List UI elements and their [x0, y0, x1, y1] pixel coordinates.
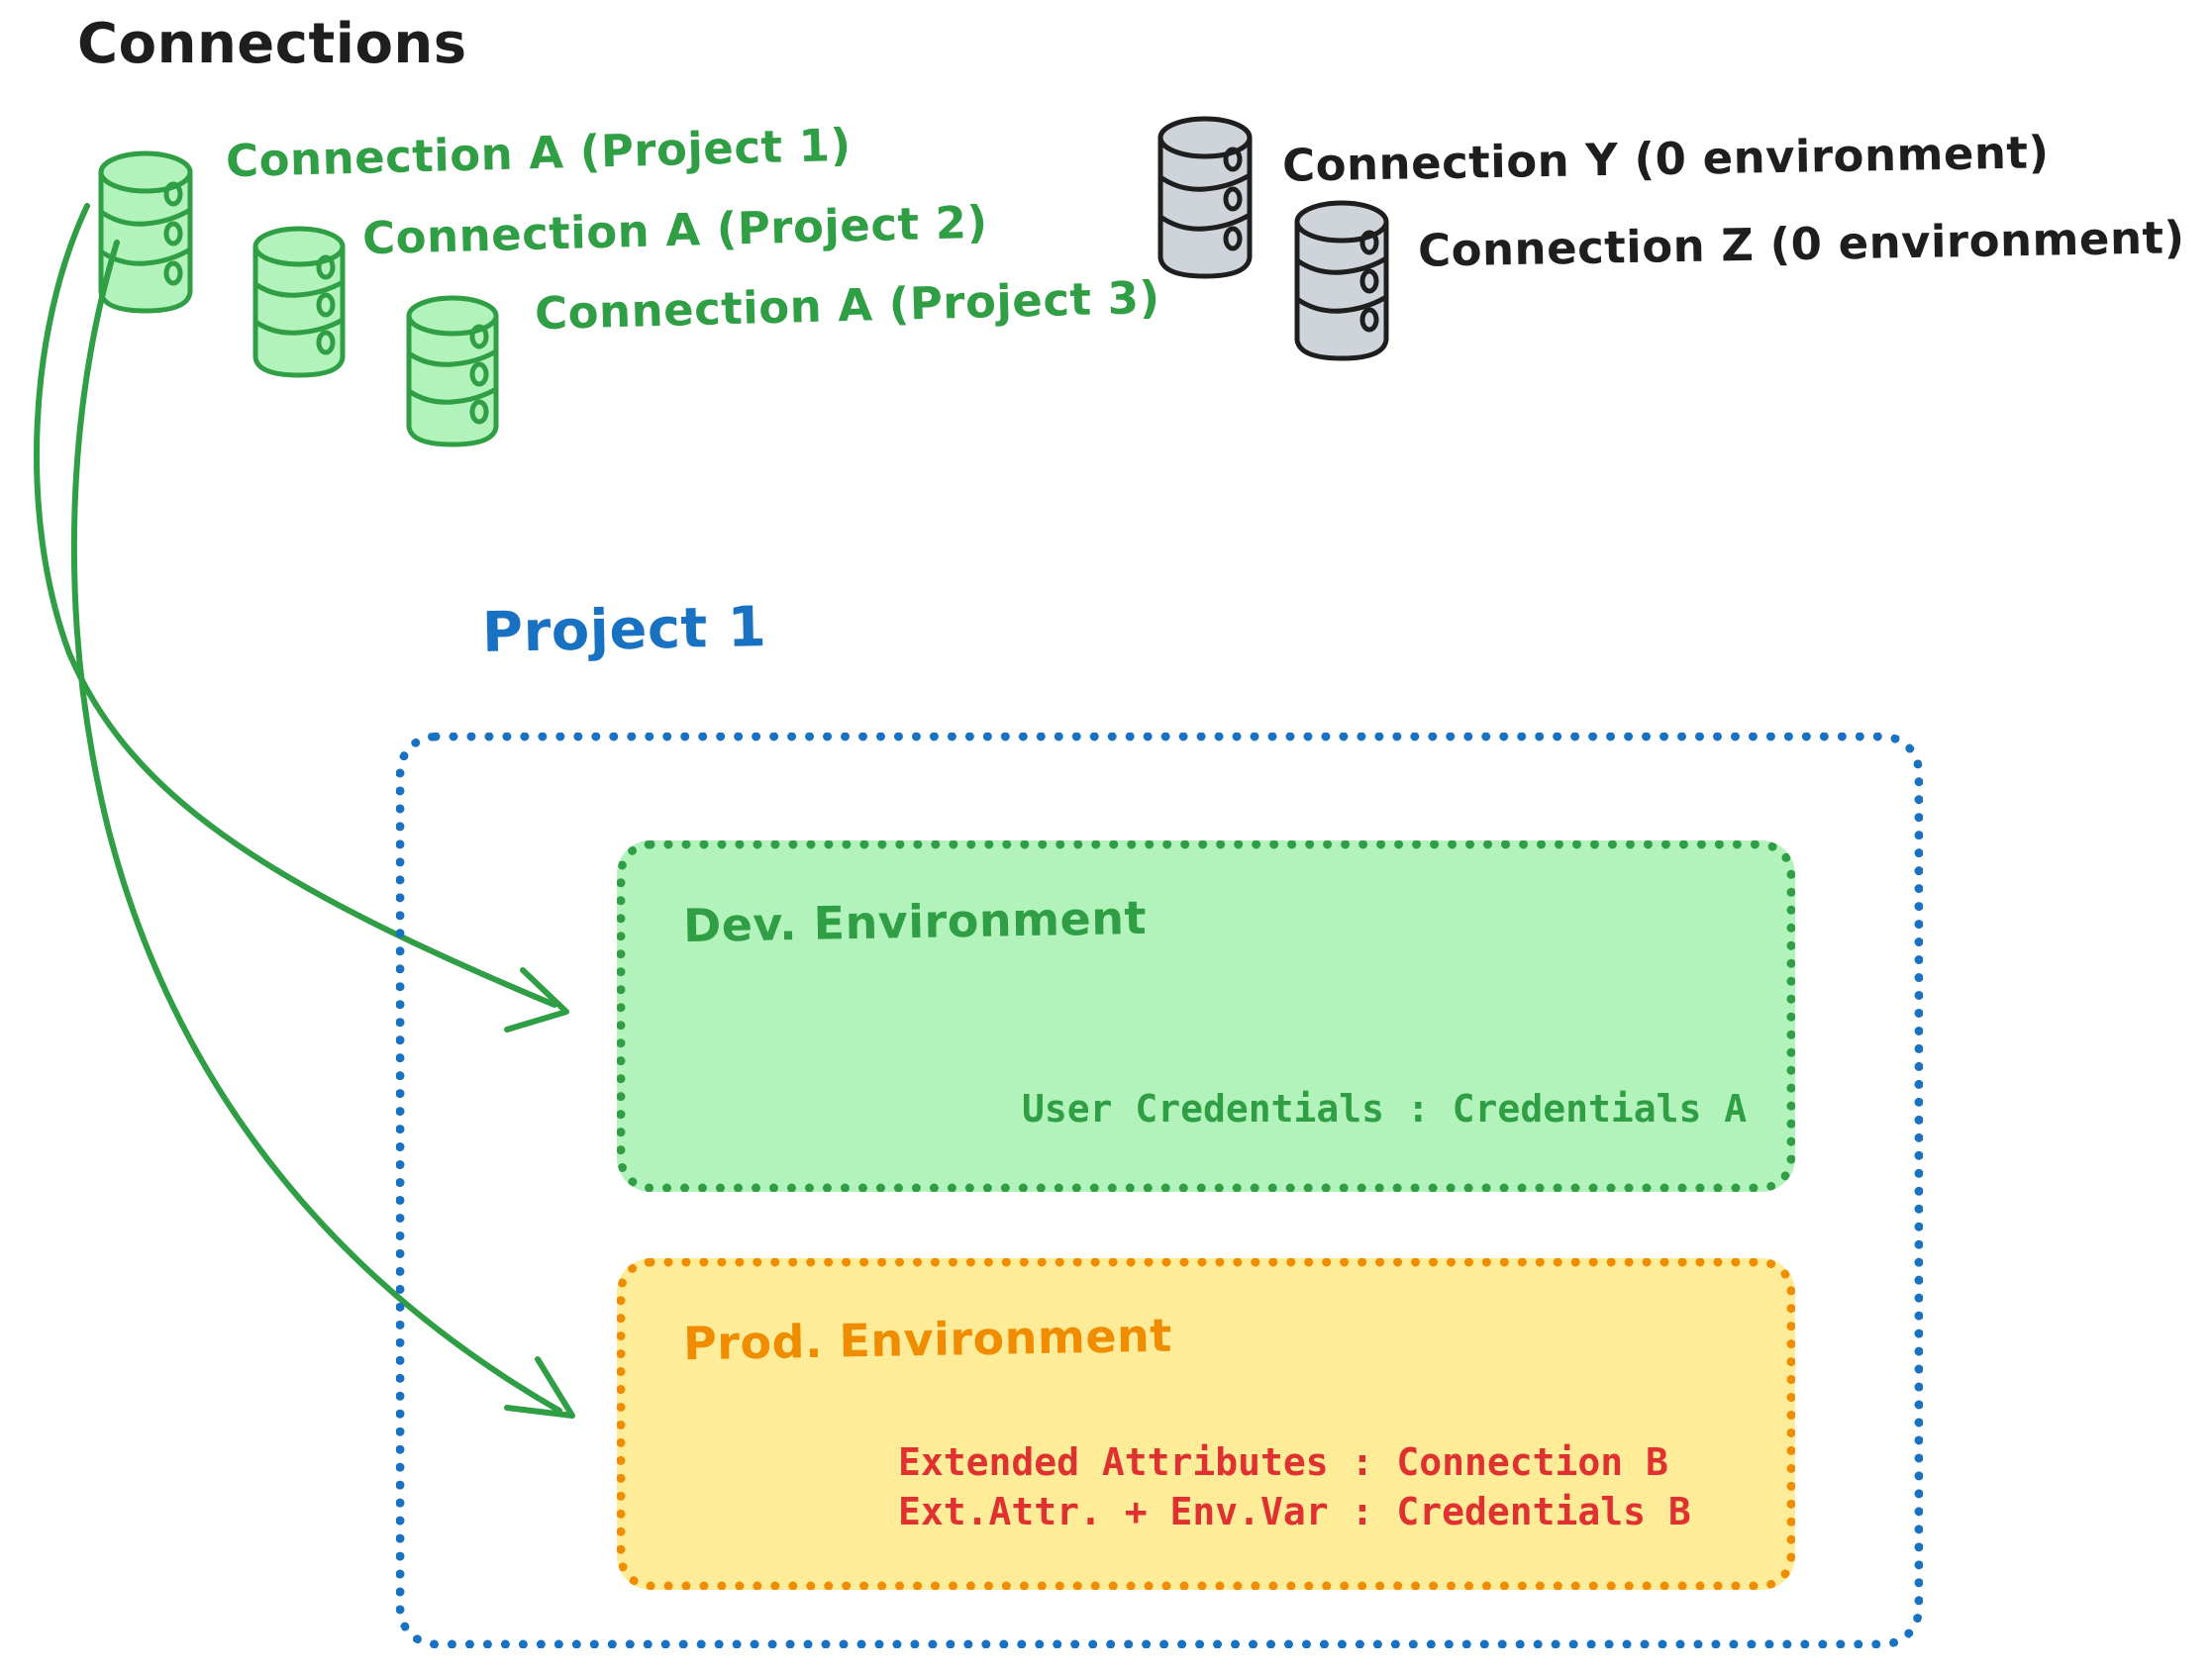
connection-label-a-project-1: Connection A (Project 1): [225, 118, 853, 188]
connection-label-a-project-3: Connection A (Project 3): [534, 270, 1161, 341]
connection-label-a-project-2: Connection A (Project 2): [361, 195, 989, 265]
database-cylinder-icon-connection-a-project-3: [406, 295, 499, 447]
database-cylinder-icon-connection-z: [1294, 200, 1389, 361]
connection-label-z: Connection Z (0 environment): [1417, 211, 2185, 277]
prod-environment-box: Prod. Environment Extended Attributes : …: [617, 1258, 1795, 1590]
page-title-connections: Connections: [77, 12, 467, 76]
page-title-project: Project 1: [481, 594, 767, 666]
prod-environment-entry-extended-attributes: Extended Attributes : Connection B: [898, 1440, 1668, 1484]
project-1-container: Dev. Environment User Credentials : Cred…: [396, 733, 1923, 1648]
database-cylinder-icon-connection-a-project-2: [252, 226, 346, 378]
dev-environment-entry-user-credentials: User Credentials : Credentials A: [1022, 1087, 1748, 1131]
dev-environment-box: Dev. Environment User Credentials : Cred…: [617, 840, 1795, 1192]
prod-environment-title: Prod. Environment: [682, 1308, 1173, 1371]
database-cylinder-icon-connection-a-project-1: [98, 150, 193, 314]
connection-label-y: Connection Y (0 environment): [1281, 126, 2050, 192]
dev-environment-title: Dev. Environment: [682, 890, 1148, 953]
prod-environment-entry-ext-attr-env-var: Ext.Attr. + Env.Var : Credentials B: [898, 1490, 1691, 1533]
database-cylinder-icon-connection-y: [1157, 116, 1253, 279]
